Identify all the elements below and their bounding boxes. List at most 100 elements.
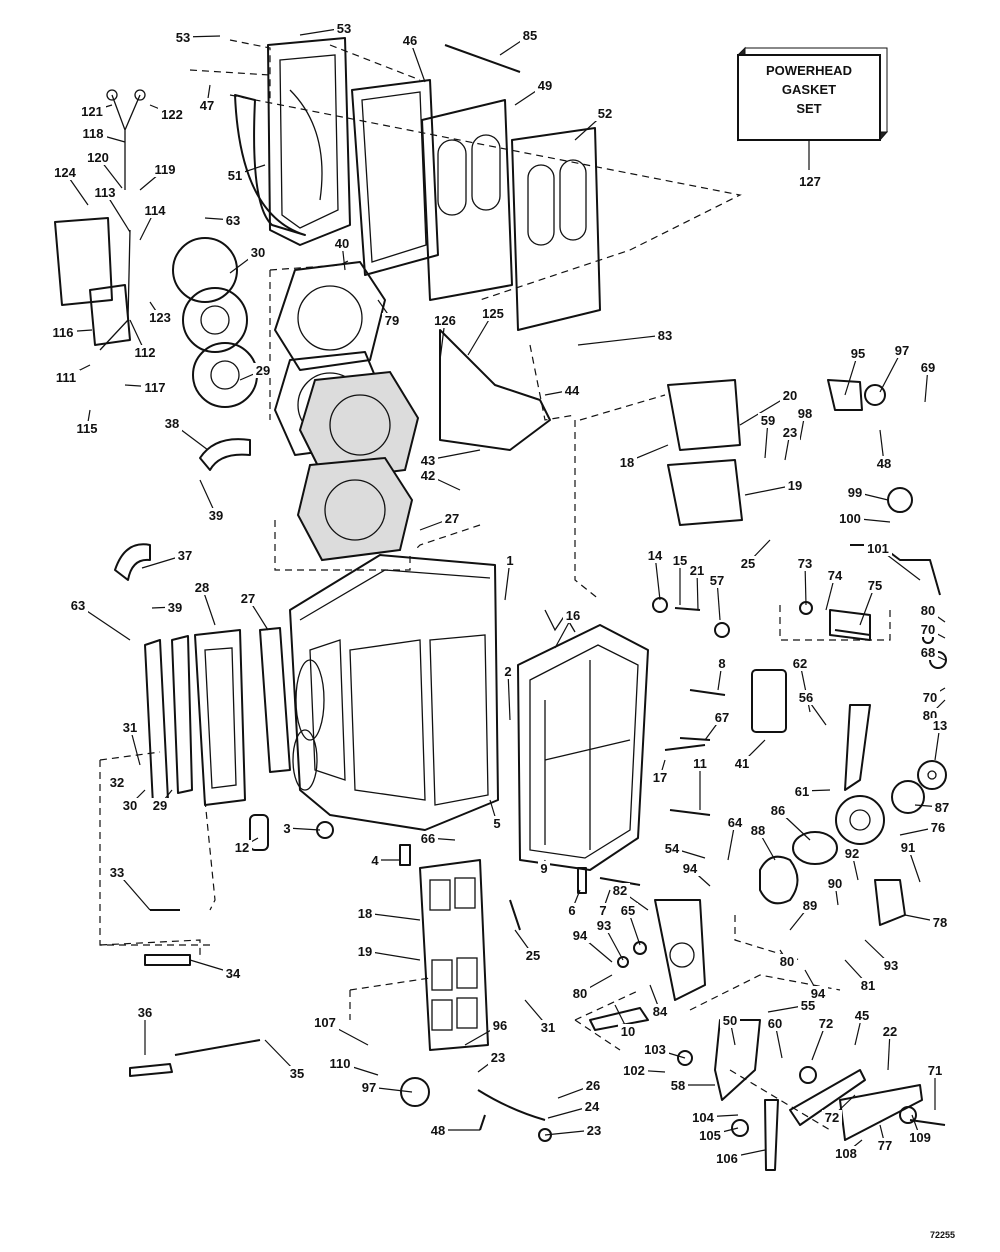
callout-29: 29 [150,789,173,813]
callout-number: 103 [644,1042,666,1057]
callout-number: 15 [673,553,687,568]
callout-number: 39 [168,600,182,615]
powerhead-gasket-set-box: POWERHEAD GASKET SET [736,46,889,170]
cylinder-block [144,554,499,831]
callout-39: 39 [199,479,226,523]
callout-number: 55 [801,998,815,1013]
callout-9: 9 [538,859,550,876]
callout-116: 116 [49,325,93,340]
callout-114: 114 [139,203,169,241]
callout-73: 73 [795,556,815,606]
callout-79: 79 [377,299,402,328]
callout-number: 88 [751,823,765,838]
callout-123: 123 [146,301,174,325]
intake-manifold [419,329,743,1051]
callout-7: 7 [597,889,611,918]
callout-96: 96 [464,1018,510,1046]
callout-1: 1 [504,553,516,601]
callout-number: 73 [798,556,812,571]
callout-17: 17 [650,759,670,785]
callout-97: 97 [879,343,912,393]
callout-30: 30 [120,789,146,813]
callout-32: 32 [107,775,127,790]
callout-number: 94 [573,928,588,943]
callout-95: 95 [844,346,868,396]
callout-number: 38 [165,416,179,431]
callout-80: 80 [777,949,797,969]
gasket-set-ref: 127 [799,174,821,189]
callout-8: 8 [716,656,728,691]
callout-13: 13 [930,718,950,761]
callout-number: 34 [226,966,241,981]
callout-125: 125 [467,306,507,356]
callout-71: 71 [925,1063,945,1110]
callout-number: 70 [923,690,937,705]
callout-number: 2 [504,664,511,679]
callout-number: 63 [226,213,240,228]
callout-44: 44 [544,383,582,398]
callout-65: 65 [618,903,641,946]
callout-92: 92 [842,846,862,881]
callout-75: 75 [859,578,885,626]
callout-number: 110 [330,1056,351,1071]
callout-74: 74 [825,568,845,611]
callout-number: 59 [761,413,775,428]
callout-number: 85 [523,28,537,43]
callout-leader [507,670,511,721]
callout-number: 101 [867,541,889,556]
callout-number: 23 [587,1123,601,1138]
callout-number: 10 [621,1024,635,1039]
callout-leader [577,334,666,346]
callout-number: 6 [568,903,575,918]
callout-number: 29 [153,798,167,813]
callout-number: 104 [692,1110,714,1125]
callout-72: 72 [811,1016,836,1061]
callout-68: 68 [918,645,946,661]
callout-16: 16 [554,608,583,649]
callout-59: 59 [758,413,778,459]
callout-24: 24 [547,1099,602,1119]
callout-number: 60 [768,1016,782,1031]
callout-number: 45 [855,1008,869,1023]
callout-number: 16 [566,608,580,623]
callout-110: 110 [326,1056,379,1076]
callout-20: 20 [739,388,800,426]
callout-number: 31 [123,720,137,735]
callout-number: 23 [491,1050,505,1065]
callout-number: 44 [565,383,580,398]
callout-number: 48 [431,1123,445,1138]
callout-number: 26 [586,1078,600,1093]
callout-number: 121 [81,104,103,119]
callout-number: 14 [648,548,663,563]
electrical-assemblies [54,89,258,581]
callout-26: 26 [557,1078,603,1099]
callout-10: 10 [614,1004,638,1039]
callout-105: 105 [696,1127,739,1143]
callout-93: 93 [594,918,624,961]
callout-number: 30 [251,245,265,260]
callout-94: 94 [804,969,828,1001]
callout-41: 41 [732,739,766,771]
callout-56: 56 [796,690,827,726]
gasket-set-line-2: GASKET [782,82,836,97]
callout-60: 60 [765,1016,785,1059]
callout-18: 18 [617,444,669,470]
callout-122: 122 [149,104,186,122]
callout-number: 126 [434,313,456,328]
callout-number: 118 [83,126,104,141]
callout-78: 78 [904,914,950,930]
callout-51: 51 [225,164,266,183]
callout-99: 99 [845,485,889,501]
callout-number: 86 [771,803,785,818]
callout-70: 70 [918,622,946,639]
callout-number: 115 [77,421,98,436]
callout-number: 82 [613,883,627,898]
callout-89: 89 [789,898,820,931]
callout-98: 98 [795,406,815,441]
callout-number: 125 [482,306,504,321]
callout-21: 21 [687,563,707,611]
callout-82: 82 [610,883,649,911]
callout-number: 105 [699,1128,721,1143]
callout-number: 47 [200,98,214,113]
callout-54: 54 [662,841,706,859]
